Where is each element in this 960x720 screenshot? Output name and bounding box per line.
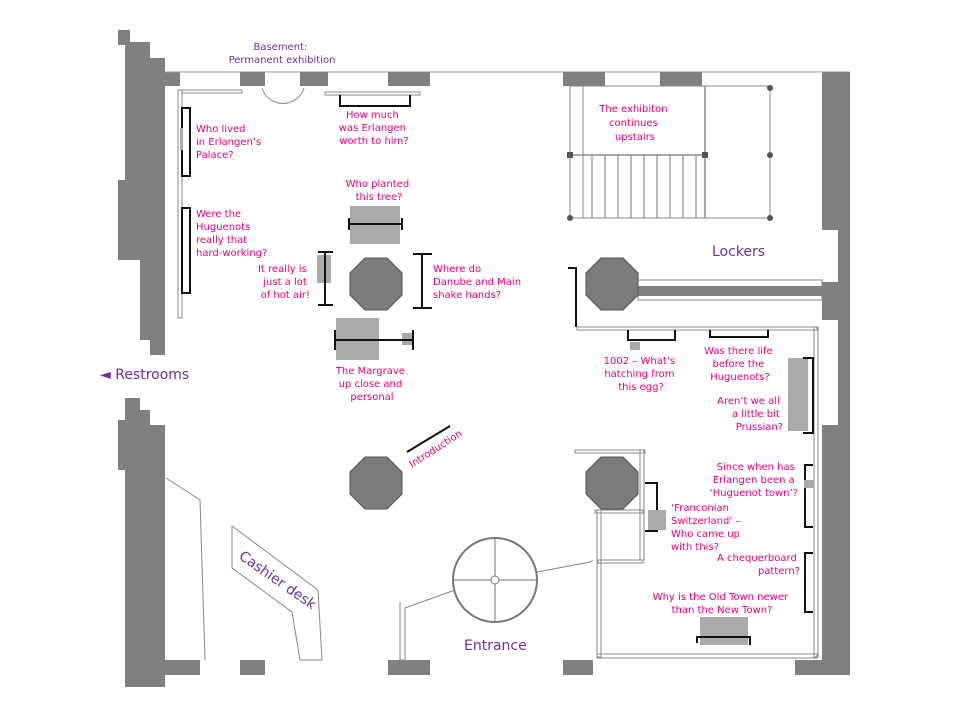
entrance-rail: [536, 559, 594, 573]
question-prussian: Aren’t we all a little bit Prussian?: [717, 396, 783, 433]
octagon-display: [349, 456, 403, 510]
question-tree: Who planted this tree?: [346, 179, 413, 203]
lockers-wall: [638, 286, 822, 296]
upstairs-label[interactable]: The exhibiton continues upstairs: [598, 104, 670, 143]
cashier-desk-label: Cashier desk: [236, 548, 320, 613]
question-worth: How much was Erlangen worth to him?: [339, 110, 409, 147]
question-egg: 1002 – What’s hatching from this egg?: [604, 356, 679, 393]
question-danube: Where do Danube and Main shake hands?: [433, 264, 524, 301]
cashier-desk: [165, 477, 323, 661]
entrance-rail: [399, 589, 456, 661]
door-arc: [261, 87, 305, 104]
lockers-label: Lockers: [712, 244, 765, 260]
left-exhibit-wall: [177, 89, 421, 319]
question-old-town: Why is the Old Town newer than the New T…: [653, 592, 792, 616]
right-room: [568, 267, 819, 659]
walls: [118, 30, 850, 687]
question-hot-air: It really is just a lot of hot air!: [258, 264, 310, 301]
question-margrave: The Margrave up close and personal: [335, 366, 408, 403]
question-palace: Who lived in Erlangen’s Palace?: [196, 124, 264, 161]
question-life-before: Was there life before the Huguenots?: [704, 346, 776, 383]
staircase: [567, 85, 773, 221]
basement-label[interactable]: Basement: Permanent exhibition: [229, 42, 336, 66]
question-huguenots-hard: Were the Huguenots really that hard-work…: [196, 209, 267, 259]
center-exhibits: [317, 206, 451, 453]
octagon-display: [349, 257, 403, 311]
octagon-display: [585, 456, 639, 510]
revolving-door[interactable]: [452, 537, 538, 623]
entrance-label: Entrance: [464, 638, 527, 654]
restrooms-label[interactable]: ◄ Restrooms: [100, 367, 189, 383]
question-chequerboard: A chequerboard pattern?: [717, 553, 800, 577]
question-franconian: ‘Franconian Switzerland’ – Who came up w…: [671, 503, 744, 553]
octagon-display: [585, 257, 639, 311]
question-huguenot-town: Since when has Erlangen been a ‘Huguenot…: [710, 462, 798, 499]
